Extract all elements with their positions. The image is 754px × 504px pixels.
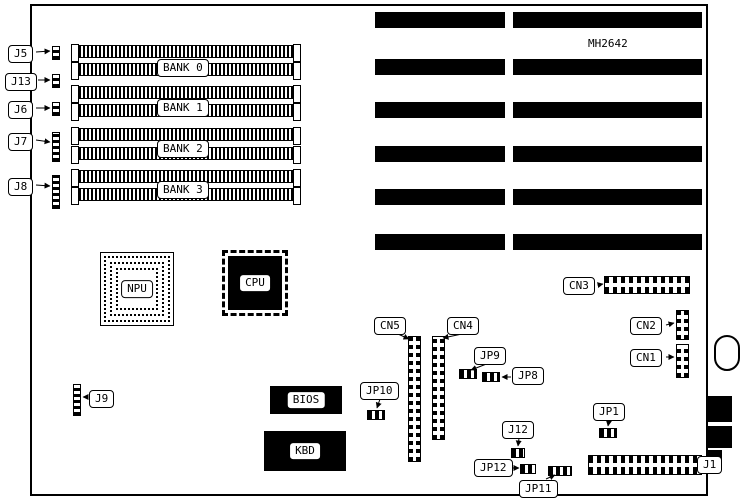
- part-number: MH2642: [588, 37, 628, 50]
- isa-slot: [513, 12, 702, 28]
- connector-j7: [52, 132, 60, 162]
- callout-jp12: JP12: [474, 459, 513, 477]
- connector-jp11: [548, 466, 572, 476]
- callout-jp11: JP11: [519, 480, 558, 498]
- bank-label-2: BANK 2: [157, 140, 209, 158]
- callout-j12: J12: [502, 421, 534, 439]
- cpu-label: CPU: [239, 274, 271, 292]
- callout-j7: J7: [8, 133, 34, 151]
- connector-jp10: [367, 410, 385, 420]
- connector-j13: [52, 74, 60, 88]
- kbd-chip: KBD: [264, 431, 346, 471]
- connector-jp12: [520, 464, 536, 474]
- isa-slot: [513, 146, 702, 162]
- callout-j6: J6: [8, 101, 34, 119]
- isa-slot: [375, 189, 505, 205]
- connector-j6: [52, 102, 60, 116]
- callout-cn3: CN3: [563, 277, 595, 295]
- connector-jp1: [599, 428, 617, 438]
- npu-pin-ring: [116, 268, 158, 310]
- connector-cn1: [676, 344, 689, 378]
- callout-j1: J1: [697, 456, 723, 474]
- connector-j5: [52, 46, 60, 60]
- callout-jp9: JP9: [474, 347, 506, 365]
- bank-label-0: BANK 0: [157, 59, 209, 77]
- connector-cn3: [604, 276, 690, 294]
- bank-label-3: BANK 3: [157, 181, 209, 199]
- connector-j12: [511, 448, 525, 458]
- isa-slot: [513, 102, 702, 118]
- npu-pin-ring: [104, 256, 170, 322]
- simm-socket: [71, 169, 301, 187]
- connector-jp9: [459, 369, 477, 379]
- isa-slot: [375, 102, 505, 118]
- bios-label: BIOS: [286, 391, 326, 409]
- isa-slot: [375, 234, 505, 250]
- callout-j5: J5: [8, 45, 34, 63]
- callout-cn2: CN2: [630, 317, 662, 335]
- callout-jp10: JP10: [360, 382, 399, 400]
- callout-j8: J8: [8, 178, 34, 196]
- connector-jp8: [482, 372, 500, 382]
- bottom-pin-header: [588, 455, 702, 475]
- isa-slot: [513, 59, 702, 75]
- isa-slot: [375, 146, 505, 162]
- kbd-label: KBD: [289, 442, 321, 460]
- isa-slot: [375, 59, 505, 75]
- npu-label: NPU: [121, 280, 153, 298]
- callout-cn1: CN1: [630, 349, 662, 367]
- callout-j9: J9: [89, 390, 115, 408]
- npu-pin-ring: [110, 262, 164, 316]
- connector-cn4: [432, 336, 445, 440]
- cpu-chip: CPU: [222, 250, 288, 316]
- connector-j8: [52, 175, 60, 209]
- edge-connector-lower: [708, 426, 732, 448]
- edge-connector-upper: [708, 396, 732, 422]
- simm-socket: [71, 44, 301, 62]
- board-outline: [30, 4, 708, 496]
- callout-j13: J13: [5, 73, 37, 91]
- npu-chip: NPU: [100, 252, 174, 326]
- connector-cn5: [408, 336, 421, 462]
- bios-chip: BIOS: [270, 386, 342, 414]
- callout-jp8: JP8: [512, 367, 544, 385]
- edge-connector-round: [714, 335, 740, 371]
- callout-cn5: CN5: [374, 317, 406, 335]
- connector-cn2: [676, 310, 689, 340]
- isa-slot: [375, 12, 505, 28]
- isa-slot: [513, 234, 702, 250]
- simm-socket: [71, 85, 301, 103]
- bank-label-1: BANK 1: [157, 99, 209, 117]
- callout-jp1: JP1: [593, 403, 625, 421]
- connector-j9: [73, 384, 81, 416]
- callout-cn4: CN4: [447, 317, 479, 335]
- isa-slot: [513, 189, 702, 205]
